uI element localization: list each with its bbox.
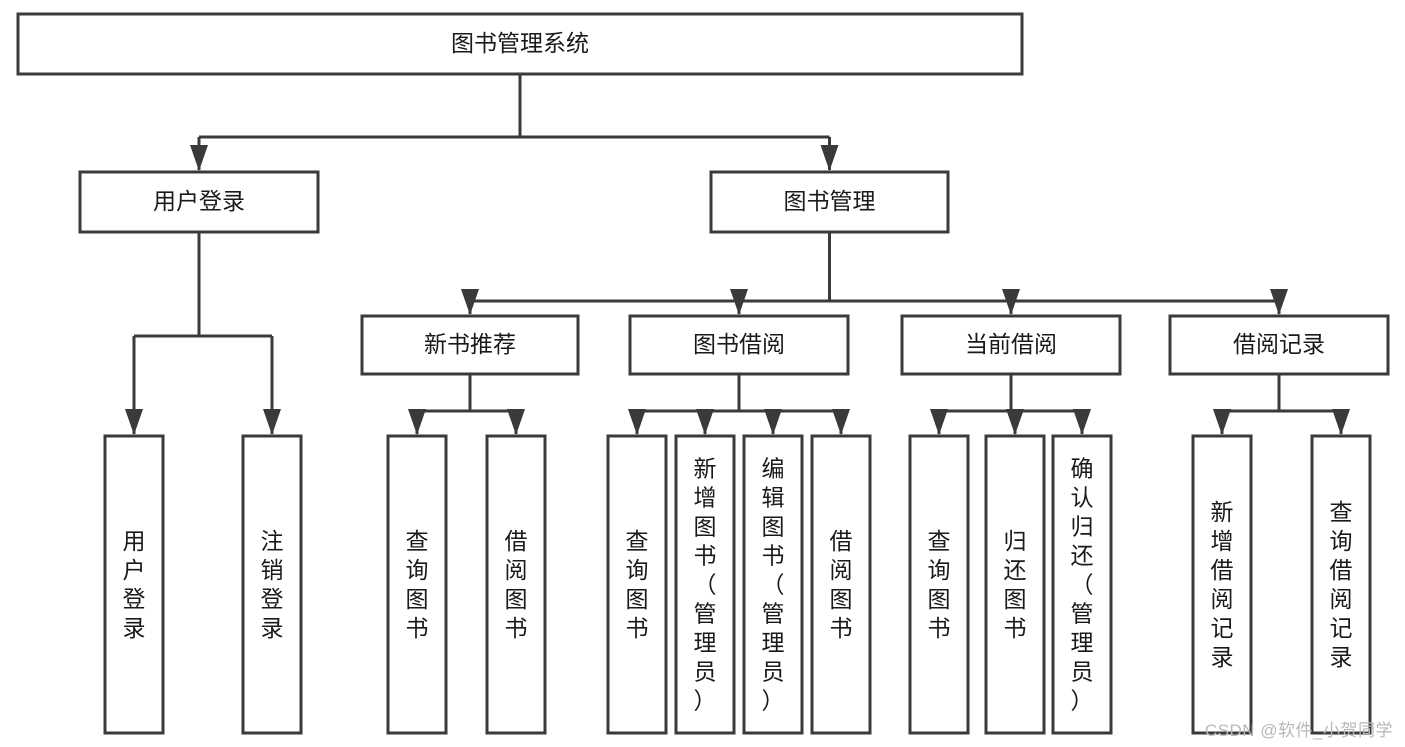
node-leaf-cur-confirm-return[interactable]: 确认归还（管理员）	[1051, 434, 1113, 735]
node-box-leaf-user-login[interactable]	[103, 434, 165, 735]
book-borrow-arrow-2	[764, 409, 782, 435]
node-borrow-record[interactable]: 借阅记录	[1168, 314, 1390, 376]
node-box-leaf-rec-query-book[interactable]	[386, 434, 448, 735]
node-leaf-user-logout[interactable]: 注销登录	[241, 434, 303, 735]
user-login-arrow-0	[125, 409, 143, 435]
node-user-login[interactable]: 用户登录	[78, 170, 320, 234]
node-leaf-rec-add-record[interactable]: 新增借阅记录	[1191, 434, 1253, 735]
node-leaf-borrow-borrow-book[interactable]: 借阅图书	[810, 434, 872, 735]
node-label-borrow-record: 借阅记录	[1233, 331, 1325, 357]
node-book-management[interactable]: 图书管理	[709, 170, 950, 234]
new-book-recommend-arrow-1	[507, 409, 525, 435]
book-management-arrow-0	[461, 289, 479, 315]
connector-layer	[125, 74, 1350, 435]
node-leaf-borrow-edit-book[interactable]: 编辑图书（管理员）	[742, 434, 804, 735]
node-label-leaf-user-login: 用户登录	[123, 528, 146, 641]
node-label-leaf-cur-confirm-return: 确认归还（管理员）	[1071, 456, 1094, 714]
node-box-leaf-cur-query-book[interactable]	[908, 434, 970, 735]
book-management-arrow-1	[730, 289, 748, 315]
node-label-leaf-rec-query-record: 查询借阅记录	[1330, 499, 1353, 670]
node-box-book-management[interactable]	[709, 170, 950, 234]
node-label-user-login: 用户登录	[153, 188, 245, 214]
node-box-leaf-rec-query-record[interactable]	[1310, 434, 1372, 735]
node-label-leaf-borrow-borrow-book: 借阅图书	[830, 528, 853, 641]
current-borrow-arrow-2	[1073, 409, 1091, 435]
current-borrow-arrow-0	[930, 409, 948, 435]
root-arrow-0	[190, 145, 208, 171]
node-box-leaf-cur-return-book[interactable]	[984, 434, 1046, 735]
node-leaf-rec-query-record[interactable]: 查询借阅记录	[1310, 434, 1372, 735]
node-root[interactable]: 图书管理系统	[16, 12, 1024, 76]
node-box-user-login[interactable]	[78, 170, 320, 234]
borrow-record-arrow-0	[1213, 409, 1231, 435]
node-box-current-borrow[interactable]	[900, 314, 1122, 376]
node-label-leaf-rec-add-record: 新增借阅记录	[1211, 499, 1234, 670]
node-label-leaf-borrow-query-book: 查询图书	[626, 528, 649, 641]
node-new-book-recommend[interactable]: 新书推荐	[360, 314, 580, 376]
node-label-book-borrow: 图书借阅	[693, 331, 785, 357]
node-label-leaf-cur-return-book: 归还图书	[1004, 528, 1027, 641]
node-label-current-borrow: 当前借阅	[965, 331, 1057, 357]
node-label-root: 图书管理系统	[451, 30, 589, 56]
node-box-leaf-borrow-edit-book[interactable]	[742, 434, 804, 735]
node-leaf-borrow-query-book[interactable]: 查询图书	[606, 434, 668, 735]
node-label-leaf-rec-query-book: 查询图书	[406, 528, 429, 641]
node-box-leaf-borrow-add-book[interactable]	[674, 434, 736, 735]
borrow-record-arrow-1	[1332, 409, 1350, 435]
node-label-leaf-borrow-edit-book: 编辑图书（管理员）	[762, 456, 785, 714]
book-management-arrow-2	[1002, 289, 1020, 315]
user-login-arrow-1	[263, 409, 281, 435]
node-box-leaf-rec-add-record[interactable]	[1191, 434, 1253, 735]
node-box-leaf-borrow-query-book[interactable]	[606, 434, 668, 735]
node-label-leaf-borrow-add-book: 新增图书（管理员）	[694, 456, 717, 714]
new-book-recommend-arrow-0	[408, 409, 426, 435]
node-label-book-management: 图书管理	[784, 188, 876, 214]
node-current-borrow[interactable]: 当前借阅	[900, 314, 1122, 376]
node-box-new-book-recommend[interactable]	[360, 314, 580, 376]
node-box-leaf-borrow-borrow-book[interactable]	[810, 434, 872, 735]
node-label-leaf-rec-borrow-book: 借阅图书	[505, 528, 528, 641]
node-label-leaf-cur-query-book: 查询图书	[928, 528, 951, 641]
node-leaf-cur-query-book[interactable]: 查询图书	[908, 434, 970, 735]
node-leaf-borrow-add-book[interactable]: 新增图书（管理员）	[674, 434, 736, 735]
current-borrow-arrow-1	[1006, 409, 1024, 435]
node-box-leaf-rec-borrow-book[interactable]	[485, 434, 547, 735]
node-book-borrow[interactable]: 图书借阅	[628, 314, 850, 376]
root-arrow-1	[820, 145, 839, 171]
book-management-arrow-3	[1270, 289, 1288, 315]
node-label-new-book-recommend: 新书推荐	[424, 331, 516, 357]
book-borrow-arrow-3	[832, 409, 850, 435]
node-leaf-rec-query-book[interactable]: 查询图书	[386, 434, 448, 735]
node-box-leaf-cur-confirm-return[interactable]	[1051, 434, 1113, 735]
node-box-book-borrow[interactable]	[628, 314, 850, 376]
node-label-leaf-user-logout: 注销登录	[261, 528, 284, 641]
node-box-borrow-record[interactable]	[1168, 314, 1390, 376]
book-borrow-arrow-1	[696, 409, 714, 435]
node-leaf-cur-return-book[interactable]: 归还图书	[984, 434, 1046, 735]
node-box-leaf-user-logout[interactable]	[241, 434, 303, 735]
node-box-root[interactable]	[16, 12, 1024, 76]
node-leaf-user-login[interactable]: 用户登录	[103, 434, 165, 735]
node-leaf-rec-borrow-book[interactable]: 借阅图书	[485, 434, 547, 735]
node-layer: 图书管理系统用户登录图书管理新书推荐图书借阅当前借阅借阅记录用户登录注销登录查询…	[16, 12, 1390, 735]
book-borrow-arrow-0	[628, 409, 646, 435]
